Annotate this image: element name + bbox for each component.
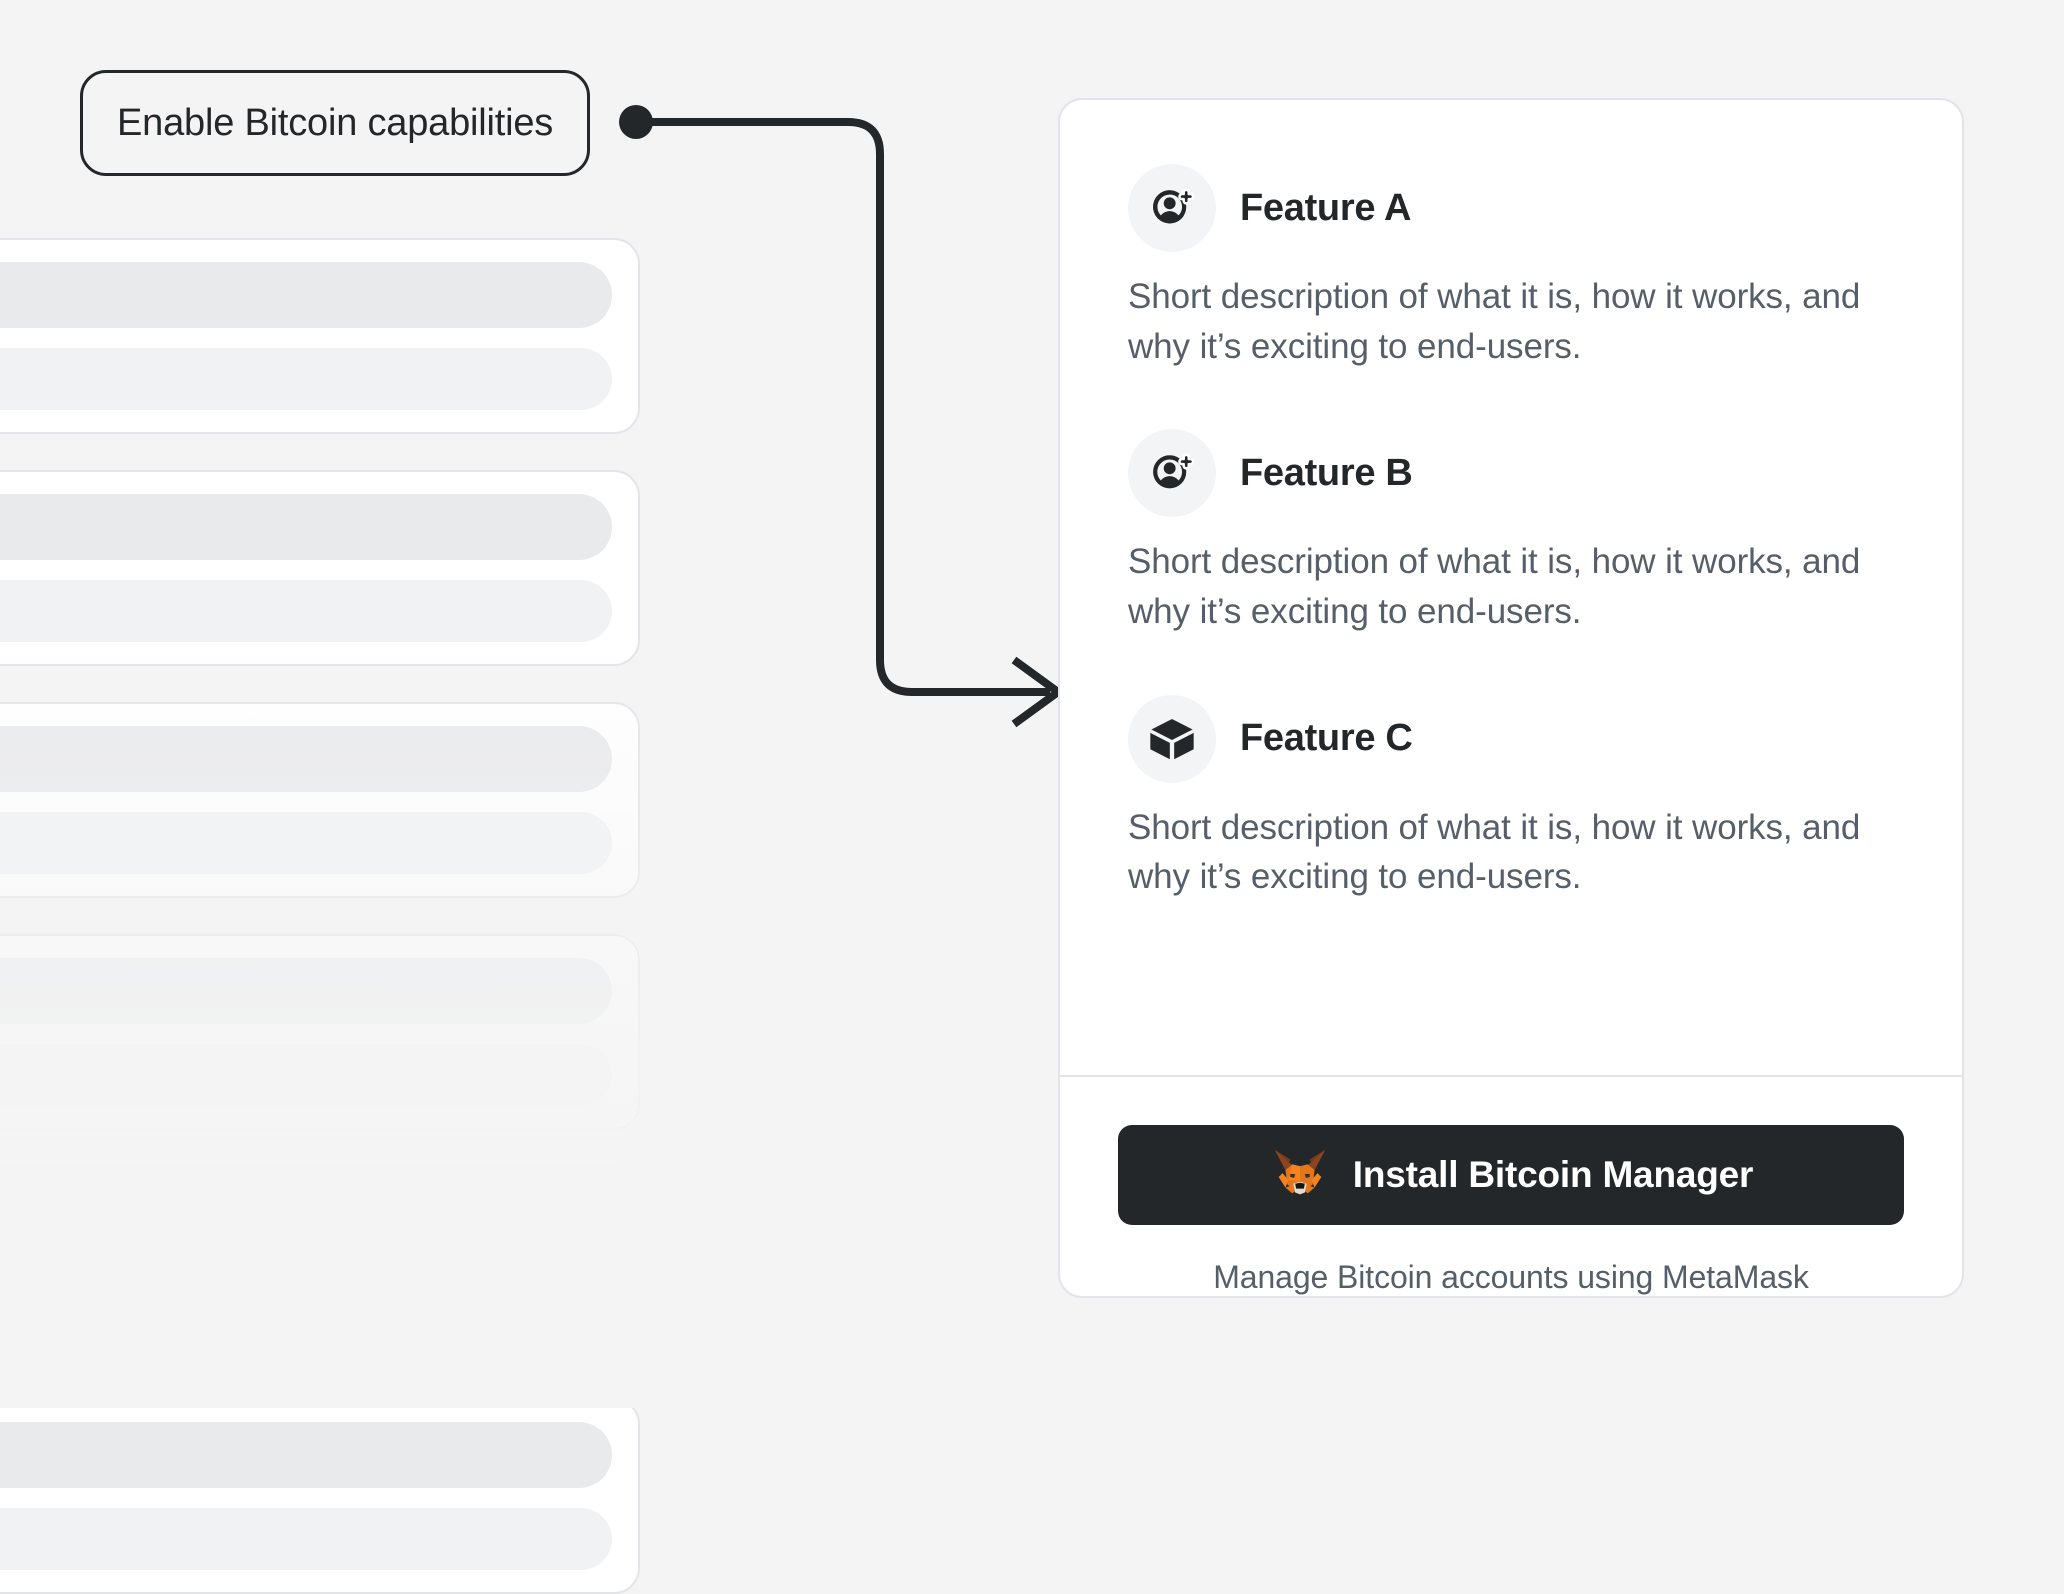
feature-item-c: Feature C Short description of what it i… bbox=[1128, 694, 1894, 902]
skeleton-card bbox=[0, 934, 640, 1130]
card-footer: Install Bitcoin Manager Manage Bitcoin a… bbox=[1060, 1077, 1962, 1296]
add-user-icon bbox=[1128, 164, 1216, 252]
metamask-fox-icon bbox=[1269, 1144, 1331, 1206]
skeleton-card bbox=[0, 238, 640, 434]
feature-item-a: Feature A Short description of what it i… bbox=[1128, 164, 1894, 371]
skeleton-bar-secondary bbox=[0, 580, 612, 642]
skeleton-card bbox=[0, 470, 640, 666]
skeleton-card bbox=[0, 702, 640, 898]
skeleton-bar-primary bbox=[0, 1422, 612, 1488]
skeleton-bar-primary bbox=[0, 494, 612, 560]
feature-description: Short description of what it is, how it … bbox=[1128, 277, 1861, 366]
connector-path bbox=[636, 118, 1050, 696]
skeleton-bar-secondary bbox=[0, 812, 612, 874]
cube-icon bbox=[1128, 694, 1216, 783]
skeleton-bar-secondary bbox=[0, 1276, 612, 1338]
background-skeleton-list bbox=[0, 238, 640, 1594]
feature-title: Feature A bbox=[1240, 186, 1412, 229]
feature-list: Feature A Short description of what it i… bbox=[1060, 100, 1962, 1019]
arrow-head bbox=[1011, 656, 1065, 728]
skeleton-bar-secondary bbox=[0, 348, 612, 410]
skeleton-card bbox=[0, 1398, 640, 1594]
feature-title: Feature C bbox=[1240, 717, 1413, 760]
add-user-icon bbox=[1128, 429, 1216, 518]
callout-pill: Enable Bitcoin capabilities bbox=[80, 70, 591, 176]
feature-item-b: Feature B Short description of what it i… bbox=[1128, 429, 1894, 636]
skeleton-card bbox=[0, 1166, 640, 1362]
skeleton-bar-primary bbox=[0, 726, 612, 792]
feature-header: Feature A bbox=[1128, 164, 1894, 252]
connector-anchor-dot bbox=[619, 105, 653, 139]
feature-card: Feature A Short description of what it i… bbox=[1058, 98, 1964, 1298]
feature-description: Short description of what it is, how it … bbox=[1128, 542, 1861, 632]
feature-header: Feature B bbox=[1128, 429, 1894, 518]
skeleton-bar-secondary bbox=[0, 1044, 612, 1106]
install-button-label: Install Bitcoin Manager bbox=[1352, 1154, 1754, 1195]
install-bitcoin-manager-button[interactable]: Install Bitcoin Manager bbox=[1118, 1125, 1904, 1225]
feature-title: Feature B bbox=[1240, 451, 1413, 494]
callout-pill-label: Enable Bitcoin capabilities bbox=[117, 101, 554, 144]
install-caption: Manage Bitcoin accounts using MetaMask bbox=[1213, 1259, 1809, 1295]
skeleton-bar-primary bbox=[0, 1190, 612, 1256]
card-divider bbox=[1060, 1075, 1962, 1077]
feature-header: Feature C bbox=[1128, 694, 1894, 783]
skeleton-bar-primary bbox=[0, 958, 612, 1024]
feature-description: Short description of what it is, how it … bbox=[1128, 807, 1861, 897]
skeleton-bar-secondary bbox=[0, 1508, 612, 1570]
skeleton-bar-primary bbox=[0, 262, 612, 328]
